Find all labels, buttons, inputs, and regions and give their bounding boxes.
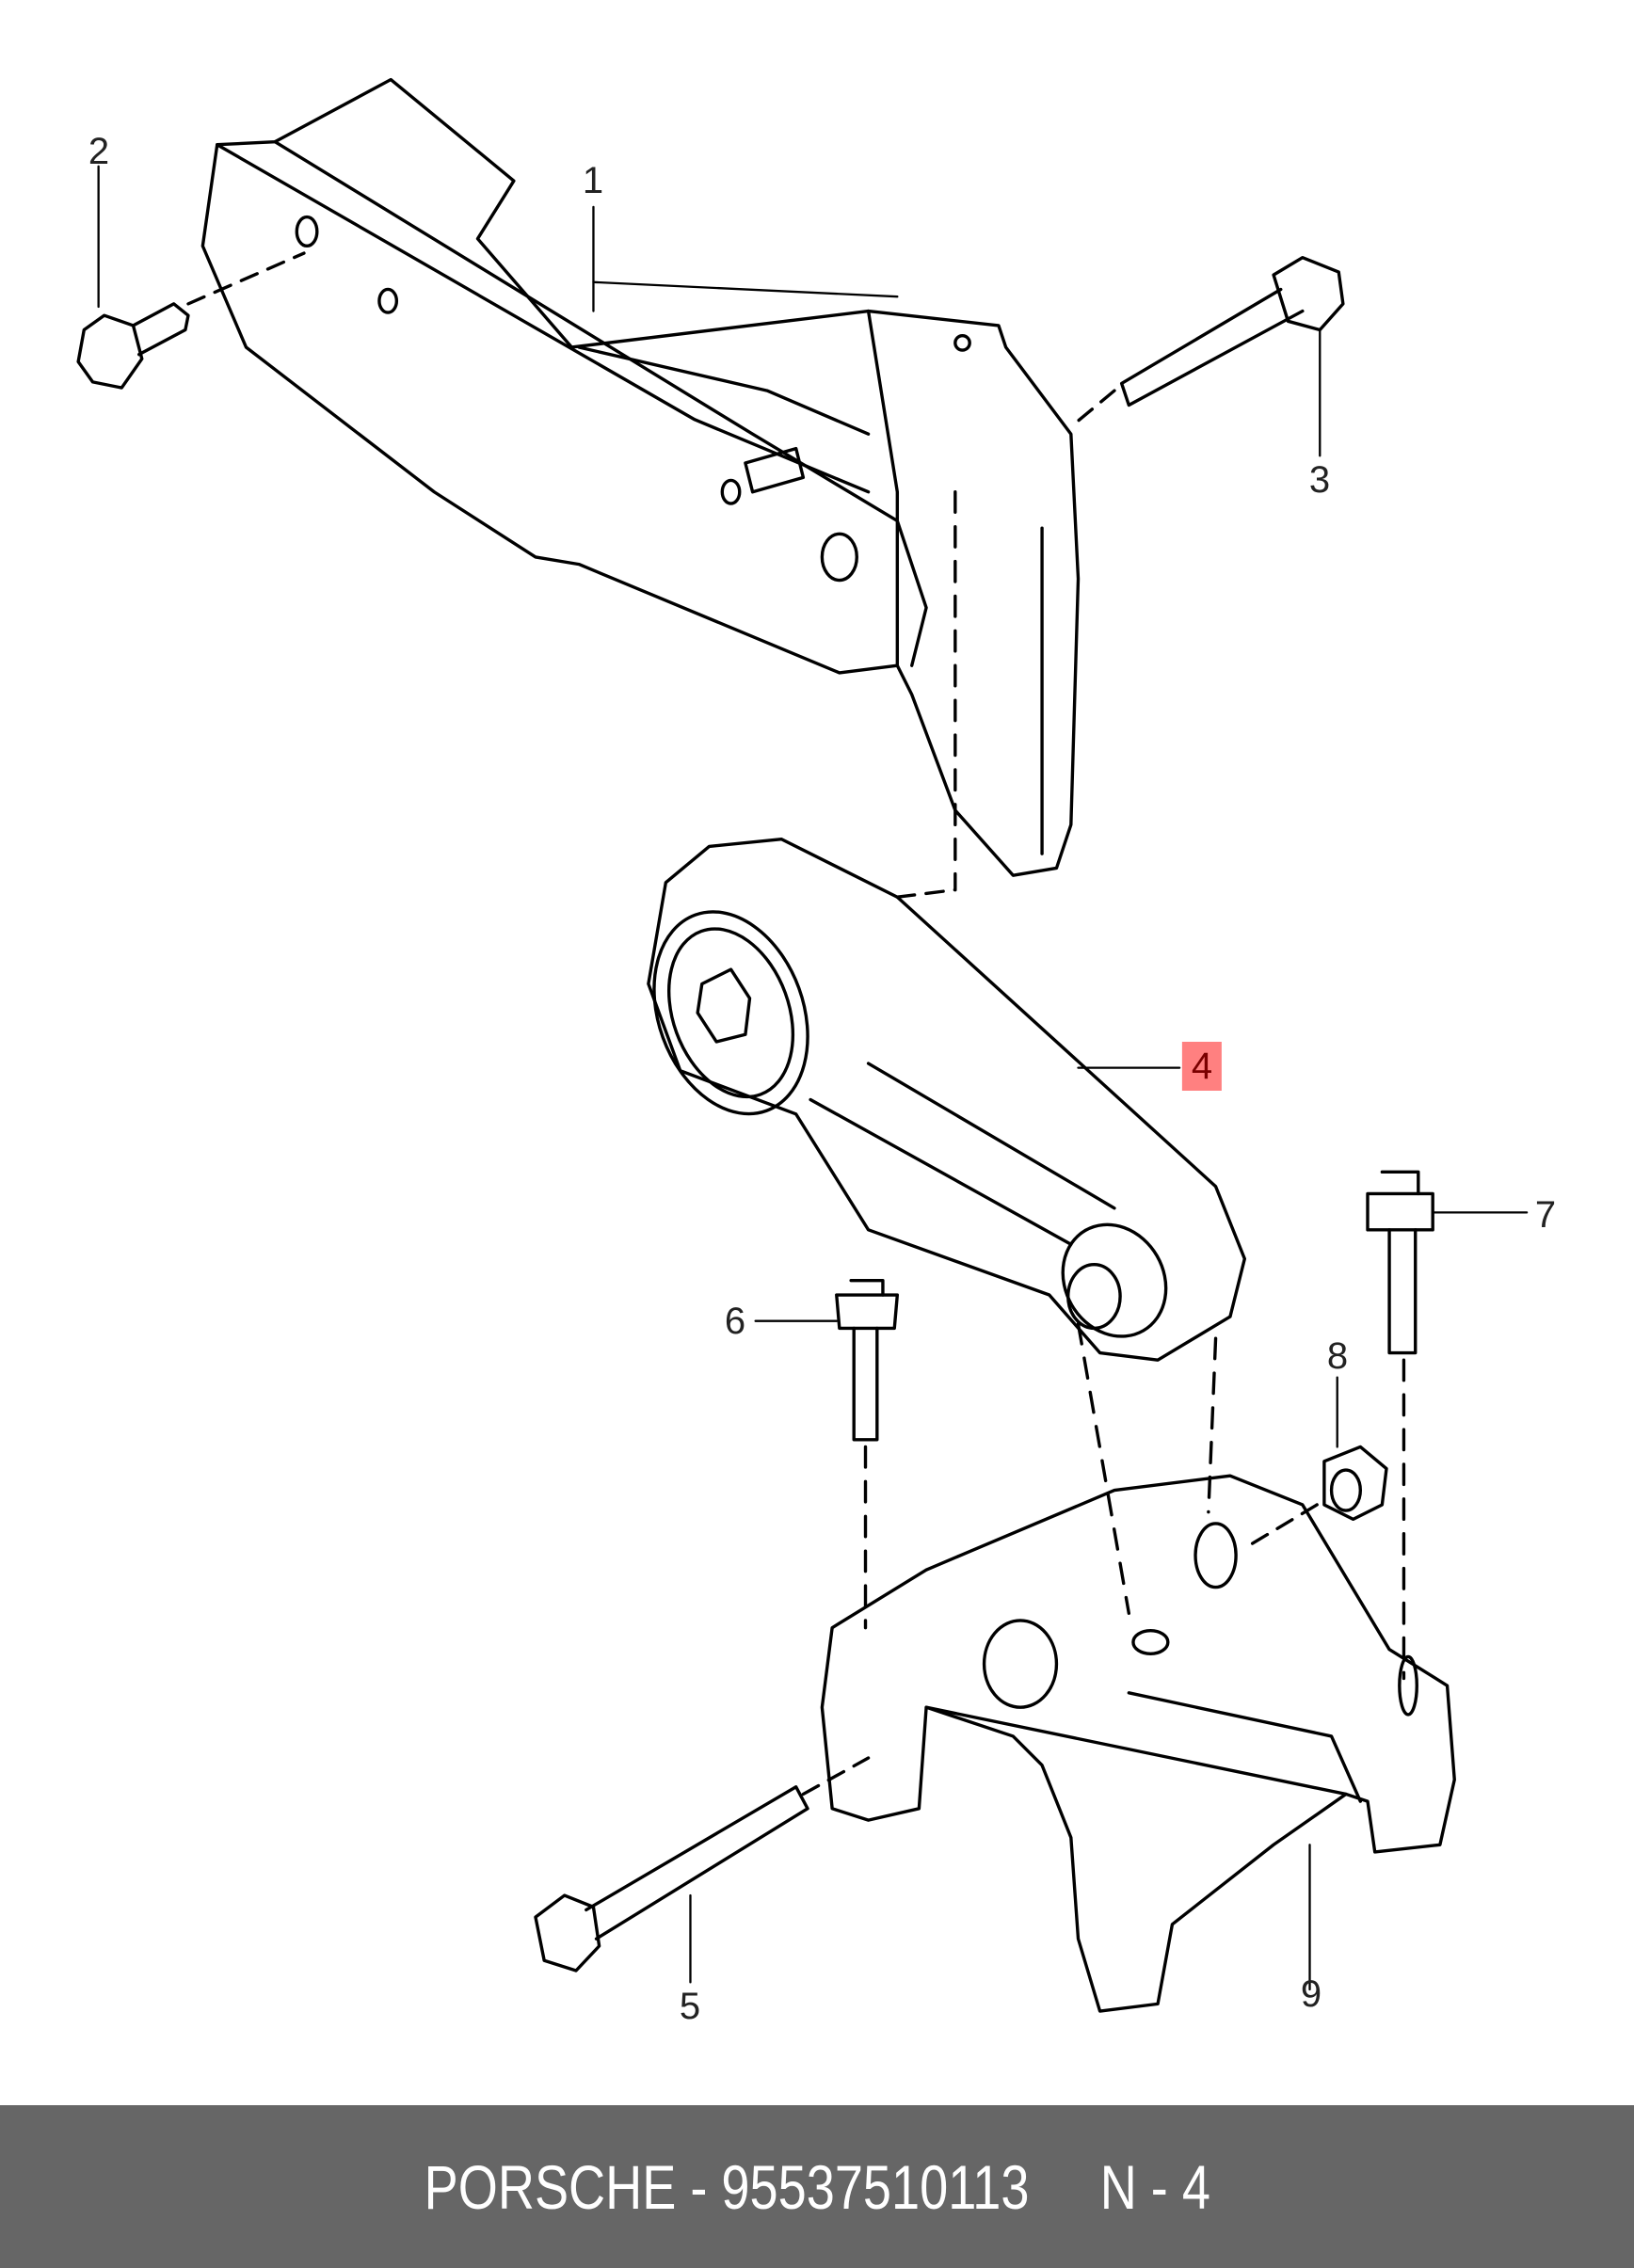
part-4-engine-mount	[647, 490, 1247, 1362]
part-1-bracket	[200, 77, 1081, 877]
callout-1: 1	[582, 160, 604, 201]
part-3-bolt	[1069, 255, 1345, 457]
diagram-ref: N - 4	[1099, 2151, 1210, 2222]
callout-6: 6	[724, 1301, 746, 1342]
part-5-bolt	[534, 1756, 871, 1984]
callout-7: 7	[1534, 1194, 1557, 1236]
part-6-bolt	[754, 1278, 900, 1630]
callout-8: 8	[1326, 1335, 1349, 1377]
part-8-nut	[1242, 1376, 1388, 1550]
part-7-bolt	[1366, 1170, 1529, 1681]
brand: PORSCHE	[424, 2151, 676, 2222]
callout-9: 9	[1300, 1973, 1322, 2015]
exploded-parts-diagram	[76, 77, 1529, 2013]
leader-1	[592, 280, 899, 298]
part-9-bracket	[820, 1322, 1456, 2013]
part-number: 95537510113	[721, 2151, 1030, 2222]
callout-5: 5	[679, 1986, 701, 2027]
callout-3: 3	[1308, 459, 1331, 501]
footer-bar: PORSCHE - 95537510113 N - 4	[0, 2105, 1634, 2268]
callout-4-highlighted: 4	[1181, 1042, 1223, 1091]
callout-2: 2	[88, 131, 110, 172]
part-2-bolt	[76, 165, 306, 390]
separator: -	[690, 2151, 708, 2222]
footer-caption: PORSCHE - 95537510113 N - 4	[424, 2151, 1209, 2223]
